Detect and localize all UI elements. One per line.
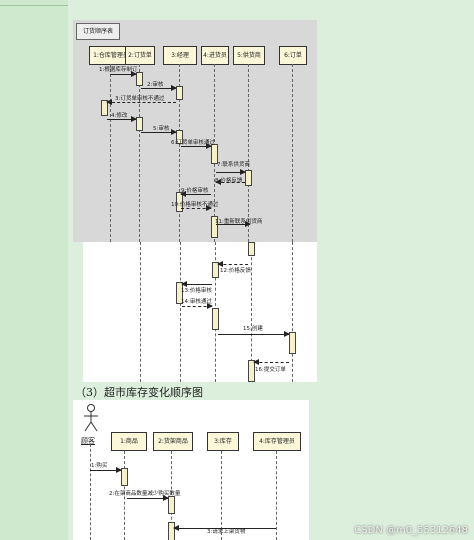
message-arrow [141,85,177,91]
message-label: 8:价格反馈 [215,178,243,184]
activation-bar [136,117,143,131]
activation-bar [176,192,183,212]
lifeline-purchaser: 4:进货员 [201,46,229,65]
lifeline-line [292,242,293,382]
diagram-title: 订货顺序表 [76,23,121,40]
message-label: 12:价格反馈 [220,268,251,274]
message-arrow [127,495,169,501]
message-label: 15:创建 [243,326,263,332]
lifeline-line [179,64,180,242]
message-arrow [217,261,248,267]
message-label: 4:修改 [111,113,128,119]
message-label: 1:购买 [91,463,108,469]
activation-bar [212,308,219,330]
lifeline-supplier: 5:供货商 [233,46,265,65]
message-label: 14:审核通过 [181,299,212,305]
activation-bar [289,332,296,354]
message-label: 5:审核 [153,126,170,132]
activation-bar [245,170,252,186]
lifeline-line [110,64,111,242]
message-arrow [181,143,212,149]
activation-bar [101,100,108,116]
message-arrow [181,205,212,211]
lifeline-shelf-product: 2:货架商品 [153,432,193,451]
message-arrow [106,99,176,105]
lifeline-line [248,64,249,242]
lifeline-order-form: 2:订货单 [125,46,155,65]
message-arrow [218,331,290,337]
sequence-diagram-order-continued: 12:价格反馈 13:价格审核 14:审核通过 15:创建 16:提交订单 [83,242,317,382]
activation-bar [176,86,183,100]
message-label: 11:重新联系供货商 [215,219,263,225]
lifeline-line [171,451,172,540]
message-arrow [216,169,246,175]
stick-figure-icon [84,404,98,432]
message-label: 9:价格审核 [181,188,209,194]
actor-customer [81,404,101,438]
message-arrow [107,116,137,122]
activation-bar [248,242,255,256]
lifeline-order: 6:订单 [279,46,307,65]
message-arrow [181,281,212,287]
message-arrow [180,191,211,197]
section-heading: （3）超市库存变化顺序图 [75,386,203,399]
lifeline-stock: 3:库存 [207,432,239,451]
message-label: 13:价格审核 [181,288,212,294]
message-label: 3:请求上架货物 [207,529,246,535]
sequence-diagram-inventory: 顾客 1:商品 2:货架商品 3:库存 4:库存管理员 1:购买 2:在架商品数… [73,400,309,540]
activation-bar [121,468,128,486]
lifeline-line [292,64,293,242]
lifeline-line [90,444,91,540]
message-arrow [110,71,137,77]
message-arrow [90,467,122,473]
watermark: CSDN @m0_55312648 [354,525,468,536]
message-label: 10:价格审核不通过 [171,202,219,208]
message-label: 7:联系供货商 [217,162,250,168]
activation-bar [176,282,183,304]
message-label: 2:审核 [147,82,164,88]
activation-bar [168,522,175,540]
lifeline-line [221,451,222,540]
message-arrow [182,303,213,309]
lifeline-line [251,242,252,382]
message-arrow [173,525,276,531]
lifeline-line [180,242,181,382]
message-label: 1:根据库存制订 [99,67,138,73]
lifeline-manager: 3:经理 [163,46,197,65]
activation-bar [248,360,255,382]
message-arrow [216,221,251,227]
activation-bar [211,216,218,238]
message-label: 6:订货单审核通过 [171,140,215,146]
activation-bar [168,496,175,514]
activation-bar [136,72,143,86]
message-label: 3:订货单审核不通过 [115,96,165,102]
lifeline-product: 1:商品 [111,432,147,451]
lifeline-stock-manager: 4:库存管理员 [253,432,301,451]
message-arrow [215,179,245,185]
message-arrow [253,359,289,365]
lifeline-line [276,451,277,540]
message-label: 16:提交订单 [255,367,286,373]
lifeline-line [140,242,141,382]
message-label: 2:在架商品数量减少购买数量 [109,491,181,497]
activation-bar [212,262,219,278]
lifeline-line [124,451,125,540]
sequence-diagram-order: 订货顺序表 1:仓库管理员 2:订货单 3:经理 4:进货员 5:供货商 6:订… [73,20,317,242]
activation-bar [211,144,218,164]
activation-bar [176,130,183,144]
message-arrow [141,129,177,135]
actor-label: 顾客 [81,437,95,445]
lifeline-line [139,64,140,242]
